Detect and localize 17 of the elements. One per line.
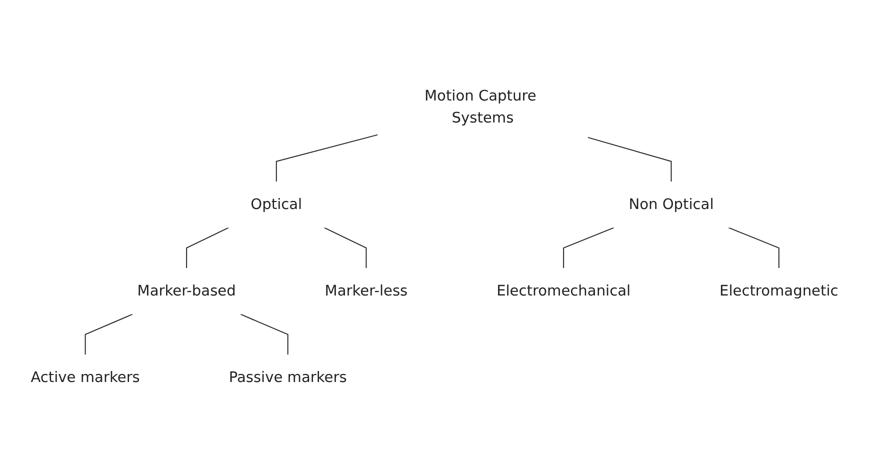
connector — [563, 227, 614, 269]
node-text: Marker-less — [324, 282, 408, 300]
connector — [324, 227, 367, 269]
node-text: Motion Capture Systems — [424, 88, 536, 127]
node-text: Passive markers — [228, 369, 347, 386]
connector — [84, 314, 134, 356]
node-text: Electromechanical — [496, 282, 631, 300]
node-text: Active markers — [30, 369, 140, 386]
node-text: Electromagnetic — [720, 282, 838, 300]
connector — [186, 227, 230, 269]
connector — [240, 314, 288, 356]
node-text: Non Optical — [628, 196, 714, 214]
connector — [587, 136, 672, 182]
connector — [728, 227, 780, 269]
connector — [276, 134, 378, 182]
node-text: Marker-based — [137, 282, 236, 300]
node-text: Optical — [250, 196, 302, 214]
